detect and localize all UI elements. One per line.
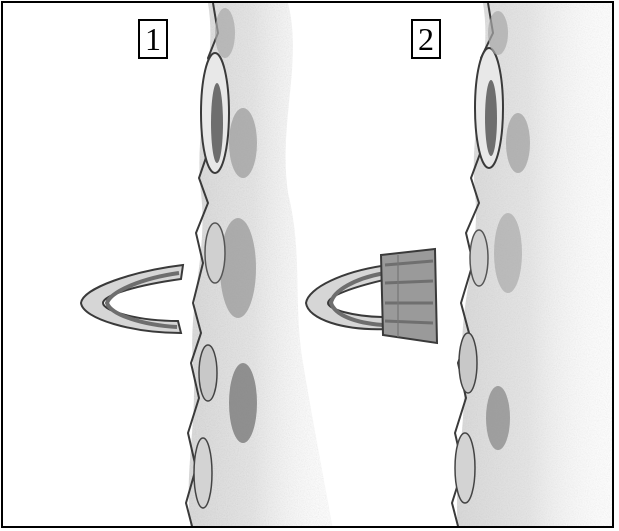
panel-1-curved-object — [81, 265, 183, 333]
panel-2-curved-object-with-block — [306, 249, 437, 343]
panel-2-tissue-wall — [452, 3, 614, 528]
panel-2-label: 2 — [411, 19, 441, 59]
panel-1-tissue-wall — [186, 3, 333, 528]
medical-illustration — [3, 3, 614, 528]
panel-1-label: 1 — [138, 19, 168, 59]
